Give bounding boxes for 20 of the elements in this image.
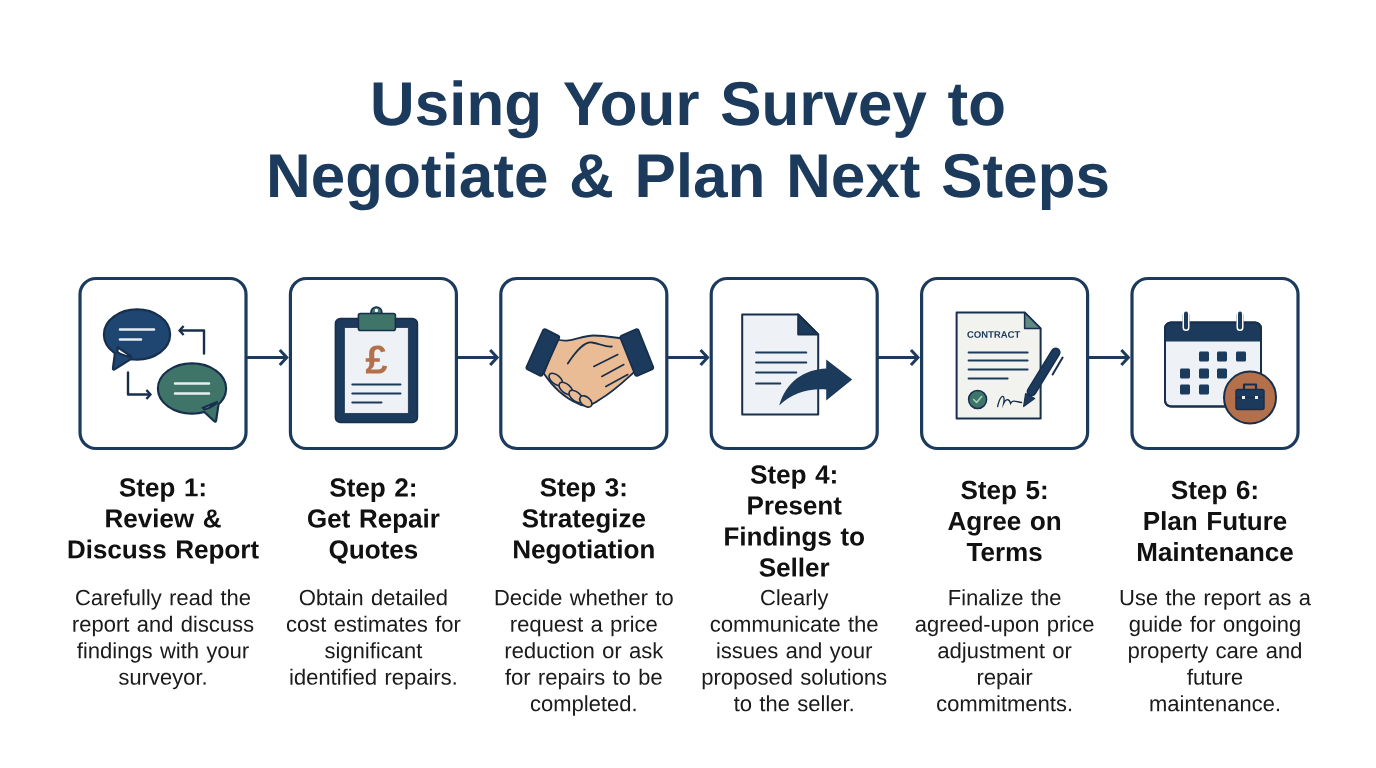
arrow <box>246 348 289 367</box>
step-description: Use the report as a guide for ongoing property care and future maintenance. <box>1120 589 1311 712</box>
step-description: Obtain detailed cost estimates for significant identified repairs. <box>286 589 461 690</box>
step-description: Clearly communicate the issues and your proposed solutions to the seller. <box>702 589 887 712</box>
step-heading: Step 6: Plan Future Maintenance <box>1138 480 1293 562</box>
step-heading: Step 4: Present Findings to Seller <box>725 465 864 577</box>
document-title: CONTRACT <box>967 331 1021 338</box>
currency-symbol: £ <box>365 345 388 374</box>
title: Using Your Survey to Negotiate & Plan Next Steps <box>270 80 1108 211</box>
step-description: Carefully read the report and discuss findings with your surveyor. <box>73 589 254 690</box>
step-heading: Step 2: Get Repair Quotes <box>308 478 440 564</box>
step-heading: Step 3: Strategize Negotiation <box>514 478 654 564</box>
step-description: Finalize the agreed-upon price adjustment or repair commitments. <box>915 589 1094 712</box>
arrow <box>666 348 710 367</box>
step-heading: Step 5: Agree on Terms <box>948 480 1061 562</box>
arrow <box>456 348 500 367</box>
step-description: Decide whether to request a price reduction or ask for repairs to be completed. <box>495 589 673 716</box>
arrow <box>1087 348 1131 367</box>
arrow <box>877 348 920 367</box>
step-heading: Step 1: Review & Discuss Report <box>68 478 259 564</box>
